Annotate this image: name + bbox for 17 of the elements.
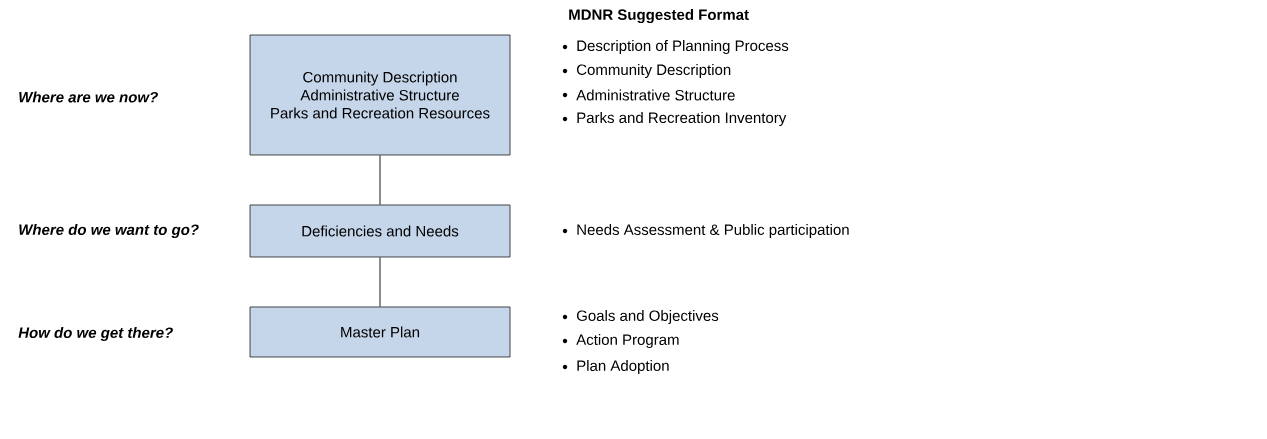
bullet-item: Goals and Objectives xyxy=(562,310,719,324)
process-box: Community Description Administrative Structure Parks and Recreation Resources xyxy=(249,34,511,156)
bullet-item: Administrative Structure xyxy=(562,89,735,101)
bullet-item: Parks and Recreation Inventory xyxy=(562,112,787,126)
process-box: Deficiencies and Needs xyxy=(249,204,511,258)
connector-line xyxy=(379,155,381,205)
connector-line xyxy=(379,257,381,307)
question-label: How do we get there? xyxy=(18,327,173,341)
bullet-item: Needs Assessment & Public participation xyxy=(562,224,849,238)
question-label: Where are we now? xyxy=(19,91,158,103)
bullet-item: Description of Planning Process xyxy=(562,40,789,54)
bullet-item: Plan Adoption xyxy=(562,360,669,374)
bullet-item: Action Program xyxy=(562,334,679,348)
question-label: Where do we want to go? xyxy=(19,224,199,238)
process-box: Master Plan xyxy=(249,306,511,358)
bullet-item: Community Description xyxy=(562,64,731,78)
heading: MDNR Suggested Format xyxy=(569,9,749,24)
